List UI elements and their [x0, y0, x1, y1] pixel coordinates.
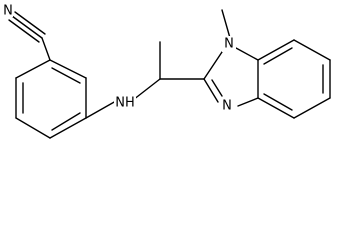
- ring-bond: [235, 47, 259, 61]
- imidazole-n-label: N: [222, 99, 232, 114]
- imidazole-n-methyl-label: N: [224, 37, 234, 52]
- nitrile-bond-3: [8, 19, 40, 43]
- ring-double-bond: [263, 93, 293, 111]
- imidazole-ring: [203, 47, 259, 107]
- ring-bond: [293, 97, 331, 119]
- ring-bond: [257, 39, 295, 61]
- ring-double-bond: [263, 47, 293, 65]
- chemical-structure: N NH N N: [1, 3, 331, 139]
- bond-n-methyl: [221, 9, 231, 39]
- ring-bond: [257, 97, 295, 119]
- ring-double-bond: [211, 79, 223, 97]
- ring-bond: [237, 97, 259, 107]
- amine-nh-label: NH: [115, 96, 135, 111]
- ring-bond: [15, 117, 51, 139]
- ring-bond: [15, 59, 51, 79]
- ring-bond: [49, 117, 87, 139]
- nitrile-bond-2: [14, 11, 46, 35]
- ring-double-bond: [51, 67, 81, 84]
- atom-labels: N NH N N: [1, 3, 236, 114]
- benzene-ring-left: [15, 59, 87, 139]
- bond-ring-to-amine: [85, 100, 117, 119]
- bond-amine-to-ch: [132, 78, 161, 101]
- nitrile-bond-1: [11, 15, 43, 39]
- ring-bond: [293, 39, 331, 61]
- nitrile-group: [8, 11, 46, 43]
- ring-bond: [49, 59, 87, 79]
- ring-bond: [203, 51, 223, 80]
- ring-double-bond: [51, 112, 81, 131]
- bond-nitrile-to-ring: [41, 37, 51, 61]
- structure-canvas: N NH N N: [1, 3, 331, 139]
- nitrile-nitrogen-label: N: [3, 4, 13, 19]
- ring-bond: [203, 78, 219, 103]
- benzene-ring-right: [257, 39, 331, 119]
